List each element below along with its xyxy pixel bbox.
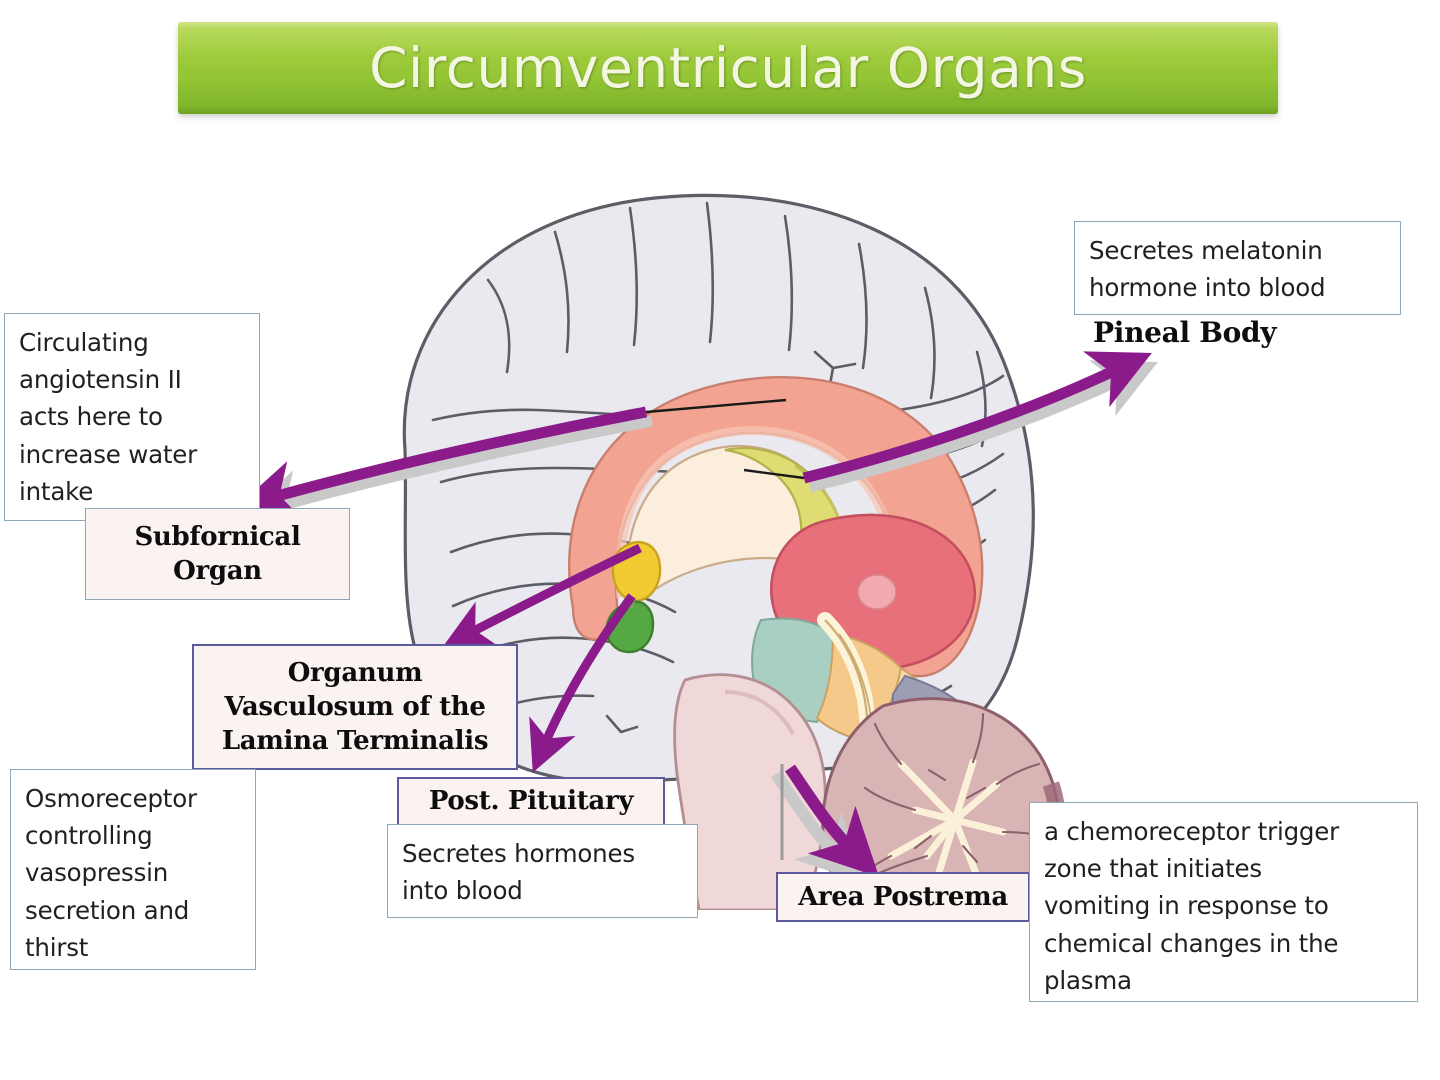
subfornical-organ-label-box: Subfornical Organ (85, 508, 350, 600)
label-line: Organum (287, 657, 423, 688)
text-line: into blood (402, 876, 523, 906)
pineal-body-label: Pineal Body (1093, 316, 1277, 349)
text-line: vasopressin (25, 858, 169, 888)
label-line: Subfornical (134, 521, 301, 552)
ovlt-label-box: Organum Vasculosum of the Lamina Termina… (192, 644, 518, 770)
osmoreceptor-description-box: Osmoreceptor controlling vasopressin sec… (10, 769, 256, 970)
post-pituitary-label-box: Post. Pituitary (397, 777, 665, 826)
label-line: Lamina Terminalis (221, 726, 489, 757)
text-line: chemical changes in the (1044, 928, 1339, 958)
text-line: hormone into blood (1089, 273, 1326, 303)
text-line: a chemoreceptor trigger (1044, 817, 1340, 846)
subfornical-description-box: Circulating angiotensin II acts here to … (4, 313, 260, 521)
label-line: Area Postrema (798, 881, 1008, 912)
area-postrema-description-box: a chemoreceptor trigger zone that initia… (1029, 802, 1418, 1002)
pineal-description-box: Secretes melatonin hormone into blood (1074, 221, 1401, 315)
page-title: Circumventricular Organs (369, 36, 1087, 100)
text-line: thirst (25, 932, 89, 962)
text-line: angiotensin II (19, 365, 182, 395)
text-line: Circulating (19, 328, 149, 357)
label-line: Organ (173, 556, 262, 586)
text-line: acts here to (19, 402, 163, 432)
text-line: vomiting in response to (1044, 891, 1329, 921)
post-pituitary-description-box: Secretes hormones into blood (387, 824, 698, 918)
anterior-pituitary (611, 540, 662, 602)
text-line: increase water (19, 439, 198, 469)
text-line: controlling (25, 821, 153, 851)
area-postrema-label-box: Area Postrema (776, 872, 1030, 922)
text-line: intake (19, 476, 94, 506)
label-line: Vasculosum of the (224, 691, 486, 722)
text-line: Secretes melatonin (1089, 236, 1323, 265)
interthalamic-adhesion (857, 574, 897, 610)
text-line: zone that initiates (1044, 854, 1262, 884)
slide-title-banner: Circumventricular Organs (178, 22, 1278, 114)
text-line: Osmoreceptor (25, 784, 197, 813)
label-line: Post. Pituitary (428, 786, 634, 817)
text-line: plasma (1044, 965, 1132, 995)
text-line: Secretes hormones (402, 839, 635, 868)
text-line: secretion and (25, 895, 190, 925)
